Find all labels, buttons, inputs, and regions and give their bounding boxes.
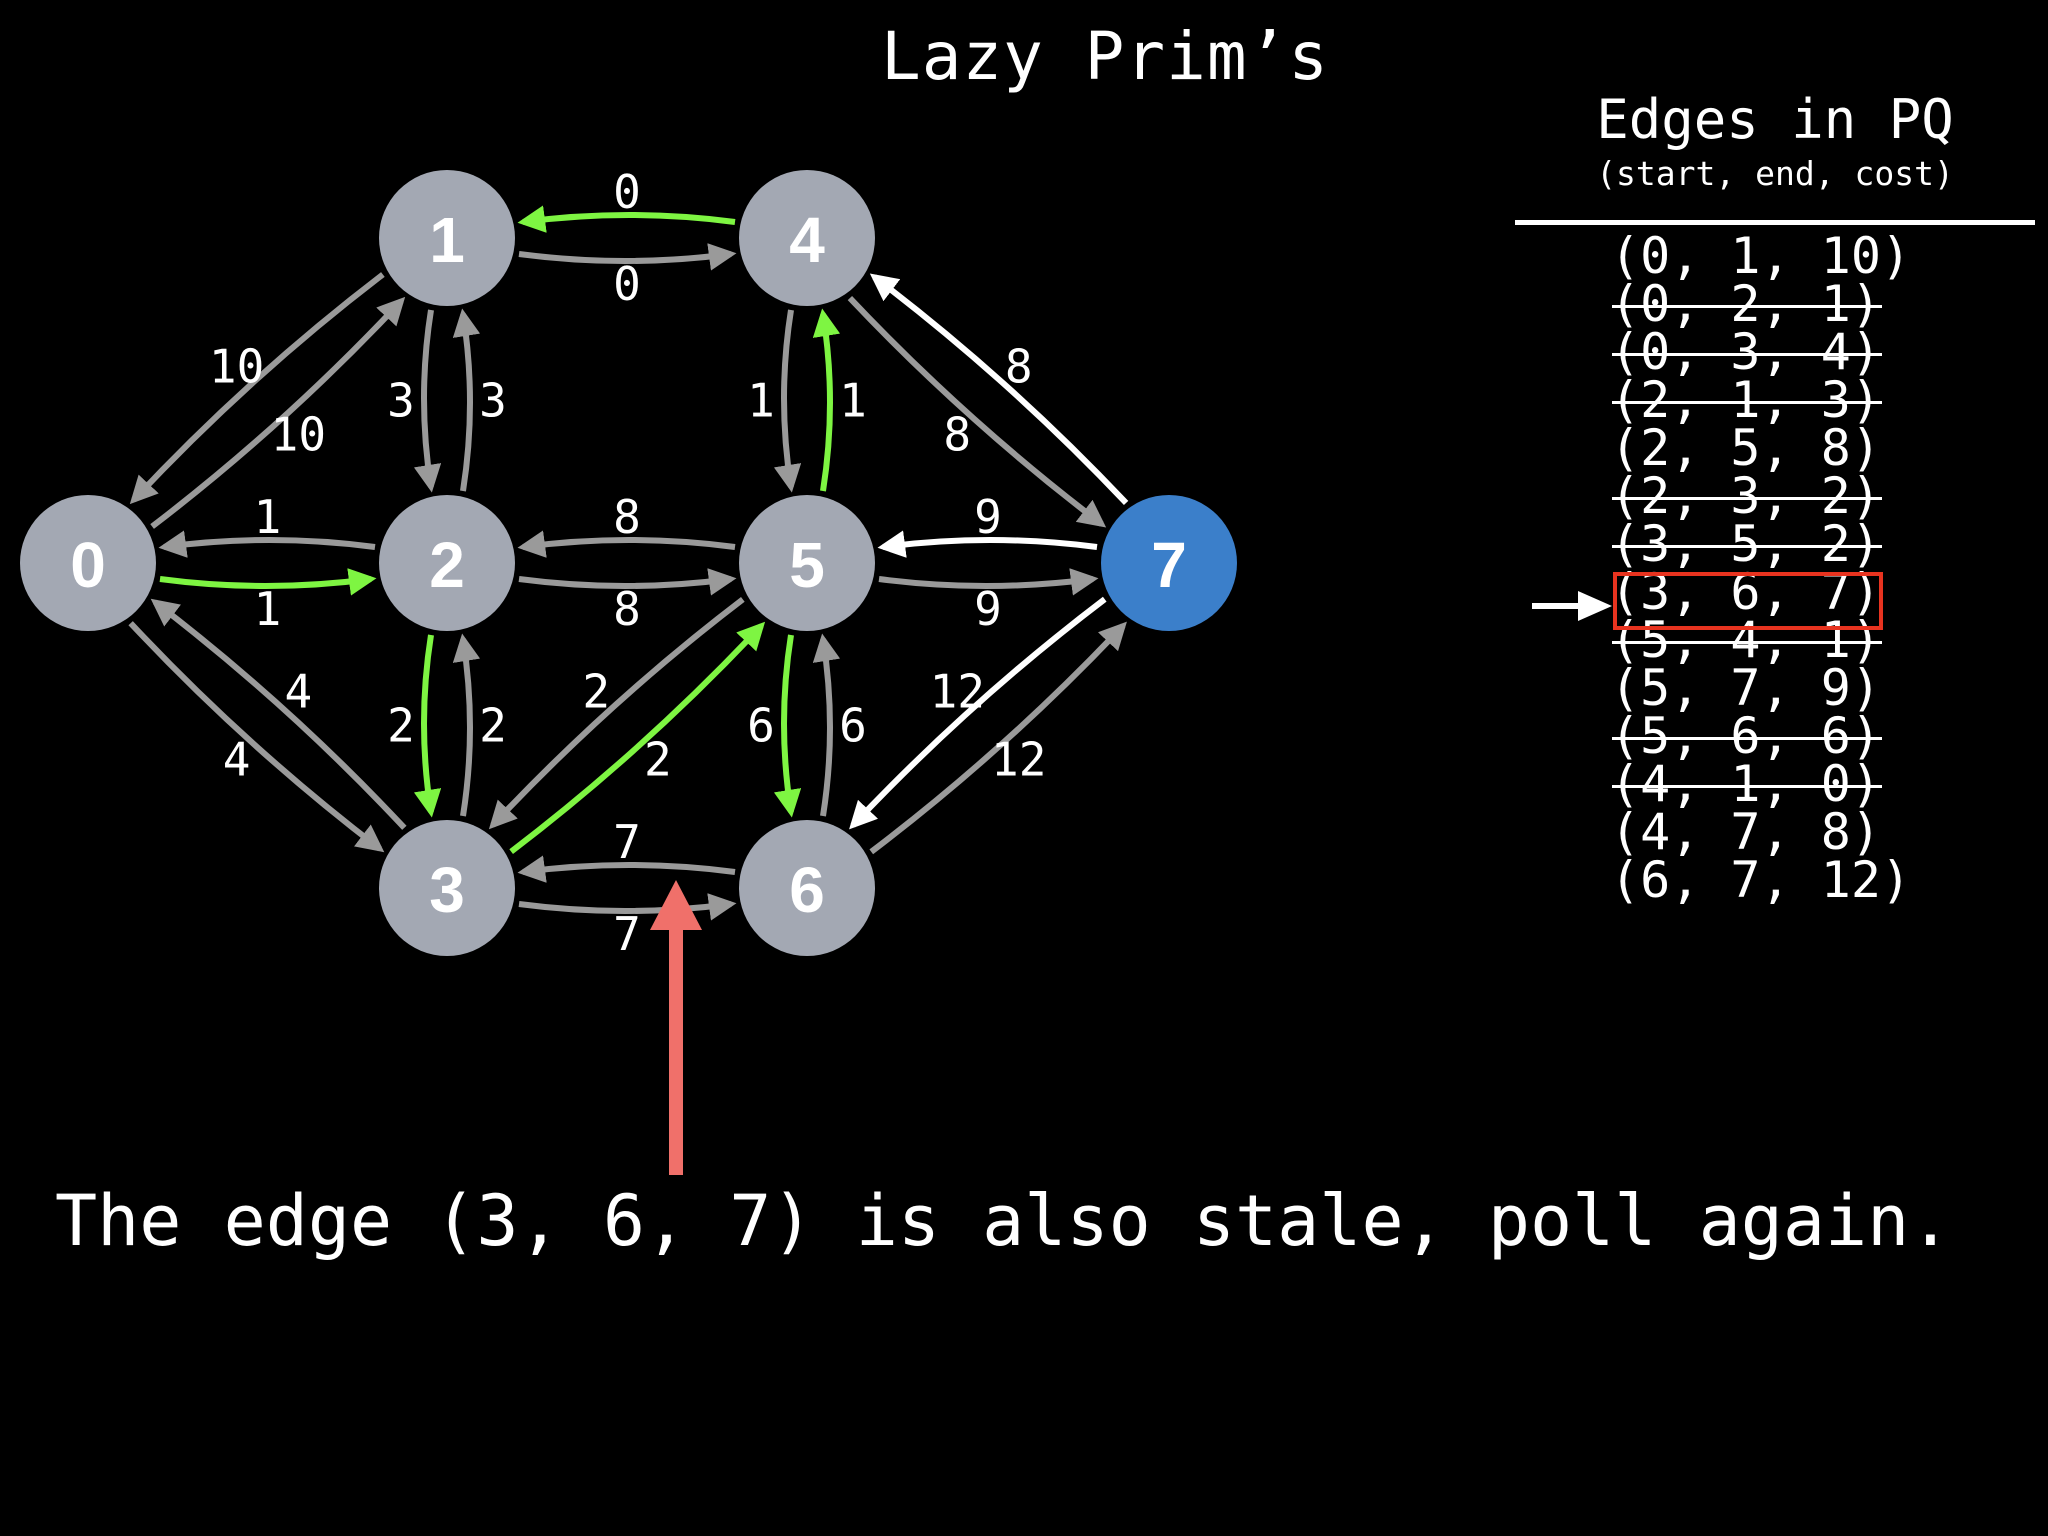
edge-5-7 — [878, 568, 1099, 596]
node-3 — [379, 820, 515, 956]
edge-5-6 — [773, 634, 802, 818]
edge-label-1-0: 10 — [209, 339, 264, 393]
edge-label-4-7: 8 — [943, 408, 971, 462]
edge-4-1 — [517, 205, 736, 233]
edge-label-0-2: 1 — [254, 582, 282, 636]
edge-3-0 — [150, 598, 407, 830]
pq-edge-3: (2, 1, 3) — [1610, 375, 1910, 425]
pq-edge-2: (0, 3, 4) — [1610, 327, 1910, 377]
pq-edge-13: (6, 7, 12) — [1610, 851, 1912, 909]
edge-4-5 — [773, 309, 802, 493]
pq-subtitle: (start, end, cost) — [1596, 154, 1954, 193]
edge-label-0-3: 4 — [223, 733, 251, 787]
edge-label-7-4: 8 — [1005, 339, 1033, 393]
pq-divider — [1515, 220, 2035, 225]
edge-label-7-6: 12 — [930, 664, 985, 718]
node-label-6: 6 — [789, 854, 825, 926]
current-edge-pointer-icon — [1532, 591, 1612, 621]
edge-7-6 — [849, 596, 1107, 830]
node-label-3: 3 — [429, 854, 465, 926]
edge-label-3-2: 2 — [479, 699, 507, 753]
edge-label-5-2: 8 — [613, 490, 641, 544]
pq-edge-1: (0, 2, 1) — [1610, 279, 1910, 329]
edge-3-6 — [518, 893, 737, 921]
edge-label-5-7: 9 — [974, 582, 1002, 636]
edge-label-5-4: 1 — [839, 374, 867, 428]
edge-3-5 — [509, 621, 766, 855]
caption-text: The edge (3, 6, 7) is also stale, poll a… — [55, 1180, 1952, 1262]
edge-6-7 — [869, 621, 1127, 855]
pq-title: Edges in PQ — [1596, 88, 1954, 151]
edge-label-1-2: 3 — [387, 374, 415, 428]
node-6 — [739, 820, 875, 956]
edge-6-5 — [812, 633, 841, 817]
edge-3-2 — [452, 633, 481, 817]
pq-edge-list: (0, 1, 10)(0, 2, 1)(0, 3, 4)(2, 1, 3)(2,… — [1610, 227, 1912, 909]
slide-title: Lazy Prim’s — [880, 18, 1330, 95]
edge-0-2 — [159, 568, 377, 596]
edge-2-3 — [413, 634, 442, 818]
edge-label-4-1: 0 — [613, 165, 641, 219]
edge-label-5-6: 6 — [747, 699, 775, 753]
node-7 — [1101, 495, 1237, 631]
edge-label-3-5: 2 — [644, 733, 672, 787]
edge-label-2-0: 1 — [254, 490, 282, 544]
node-label-7: 7 — [1151, 529, 1187, 601]
edge-1-4 — [518, 243, 737, 271]
edge-5-3 — [488, 596, 745, 830]
edge-0-3 — [128, 621, 385, 853]
node-label-0: 0 — [70, 529, 106, 601]
edge-label-6-7: 12 — [991, 733, 1046, 787]
pq-edge-12: (4, 7, 8) — [1610, 803, 1881, 861]
edge-5-4 — [812, 308, 841, 492]
edge-pointer-arrow-icon — [650, 880, 702, 1175]
node-1 — [379, 170, 515, 306]
edge-label-2-1: 3 — [479, 374, 507, 428]
node-0 — [20, 495, 156, 631]
edge-label-6-3: 7 — [613, 815, 641, 869]
edge-5-2 — [517, 530, 736, 558]
edge-label-1-4: 0 — [613, 257, 641, 311]
edge-6-3 — [517, 855, 736, 883]
node-2 — [379, 495, 515, 631]
edge-label-2-3: 2 — [387, 699, 415, 753]
edge-1-2 — [413, 309, 442, 493]
edge-label-0-1: 10 — [271, 408, 326, 462]
pq-edge-10: (5, 6, 6) — [1610, 711, 1910, 761]
edge-label-5-3: 2 — [582, 664, 610, 718]
pq-edge-5: (2, 3, 2) — [1610, 471, 1910, 521]
edge-label-3-6: 7 — [613, 907, 641, 961]
edge-label-2-5: 8 — [613, 582, 641, 636]
edge-2-0 — [158, 530, 376, 558]
edge-4-7 — [847, 295, 1107, 528]
node-label-4: 4 — [789, 204, 825, 276]
pq-edge-4: (2, 5, 8) — [1610, 419, 1881, 477]
edge-7-5 — [877, 530, 1098, 558]
pq-edge-11: (4, 1, 0) — [1610, 759, 1910, 809]
edge-0-1 — [150, 296, 406, 529]
edge-7-4 — [869, 273, 1129, 506]
edge-label-3-0: 4 — [285, 664, 313, 718]
edge-label-6-5: 6 — [839, 699, 867, 753]
pq-edge-8: (5, 4, 1) — [1610, 615, 1910, 665]
node-label-5: 5 — [789, 529, 825, 601]
node-5 — [739, 495, 875, 631]
edge-label-4-5: 1 — [747, 374, 775, 428]
node-label-2: 2 — [429, 529, 465, 601]
current-edge-box — [1613, 572, 1883, 630]
pq-edge-6: (3, 5, 2) — [1610, 519, 1910, 569]
pq-edge-9: (5, 7, 9) — [1610, 659, 1881, 717]
edge-label-7-5: 9 — [974, 490, 1002, 544]
edge-2-1 — [452, 308, 481, 492]
edge-1-0 — [129, 272, 385, 505]
pq-edge-0: (0, 1, 10) — [1610, 227, 1912, 285]
node-label-1: 1 — [429, 204, 465, 276]
edge-2-5 — [518, 568, 737, 596]
node-4 — [739, 170, 875, 306]
